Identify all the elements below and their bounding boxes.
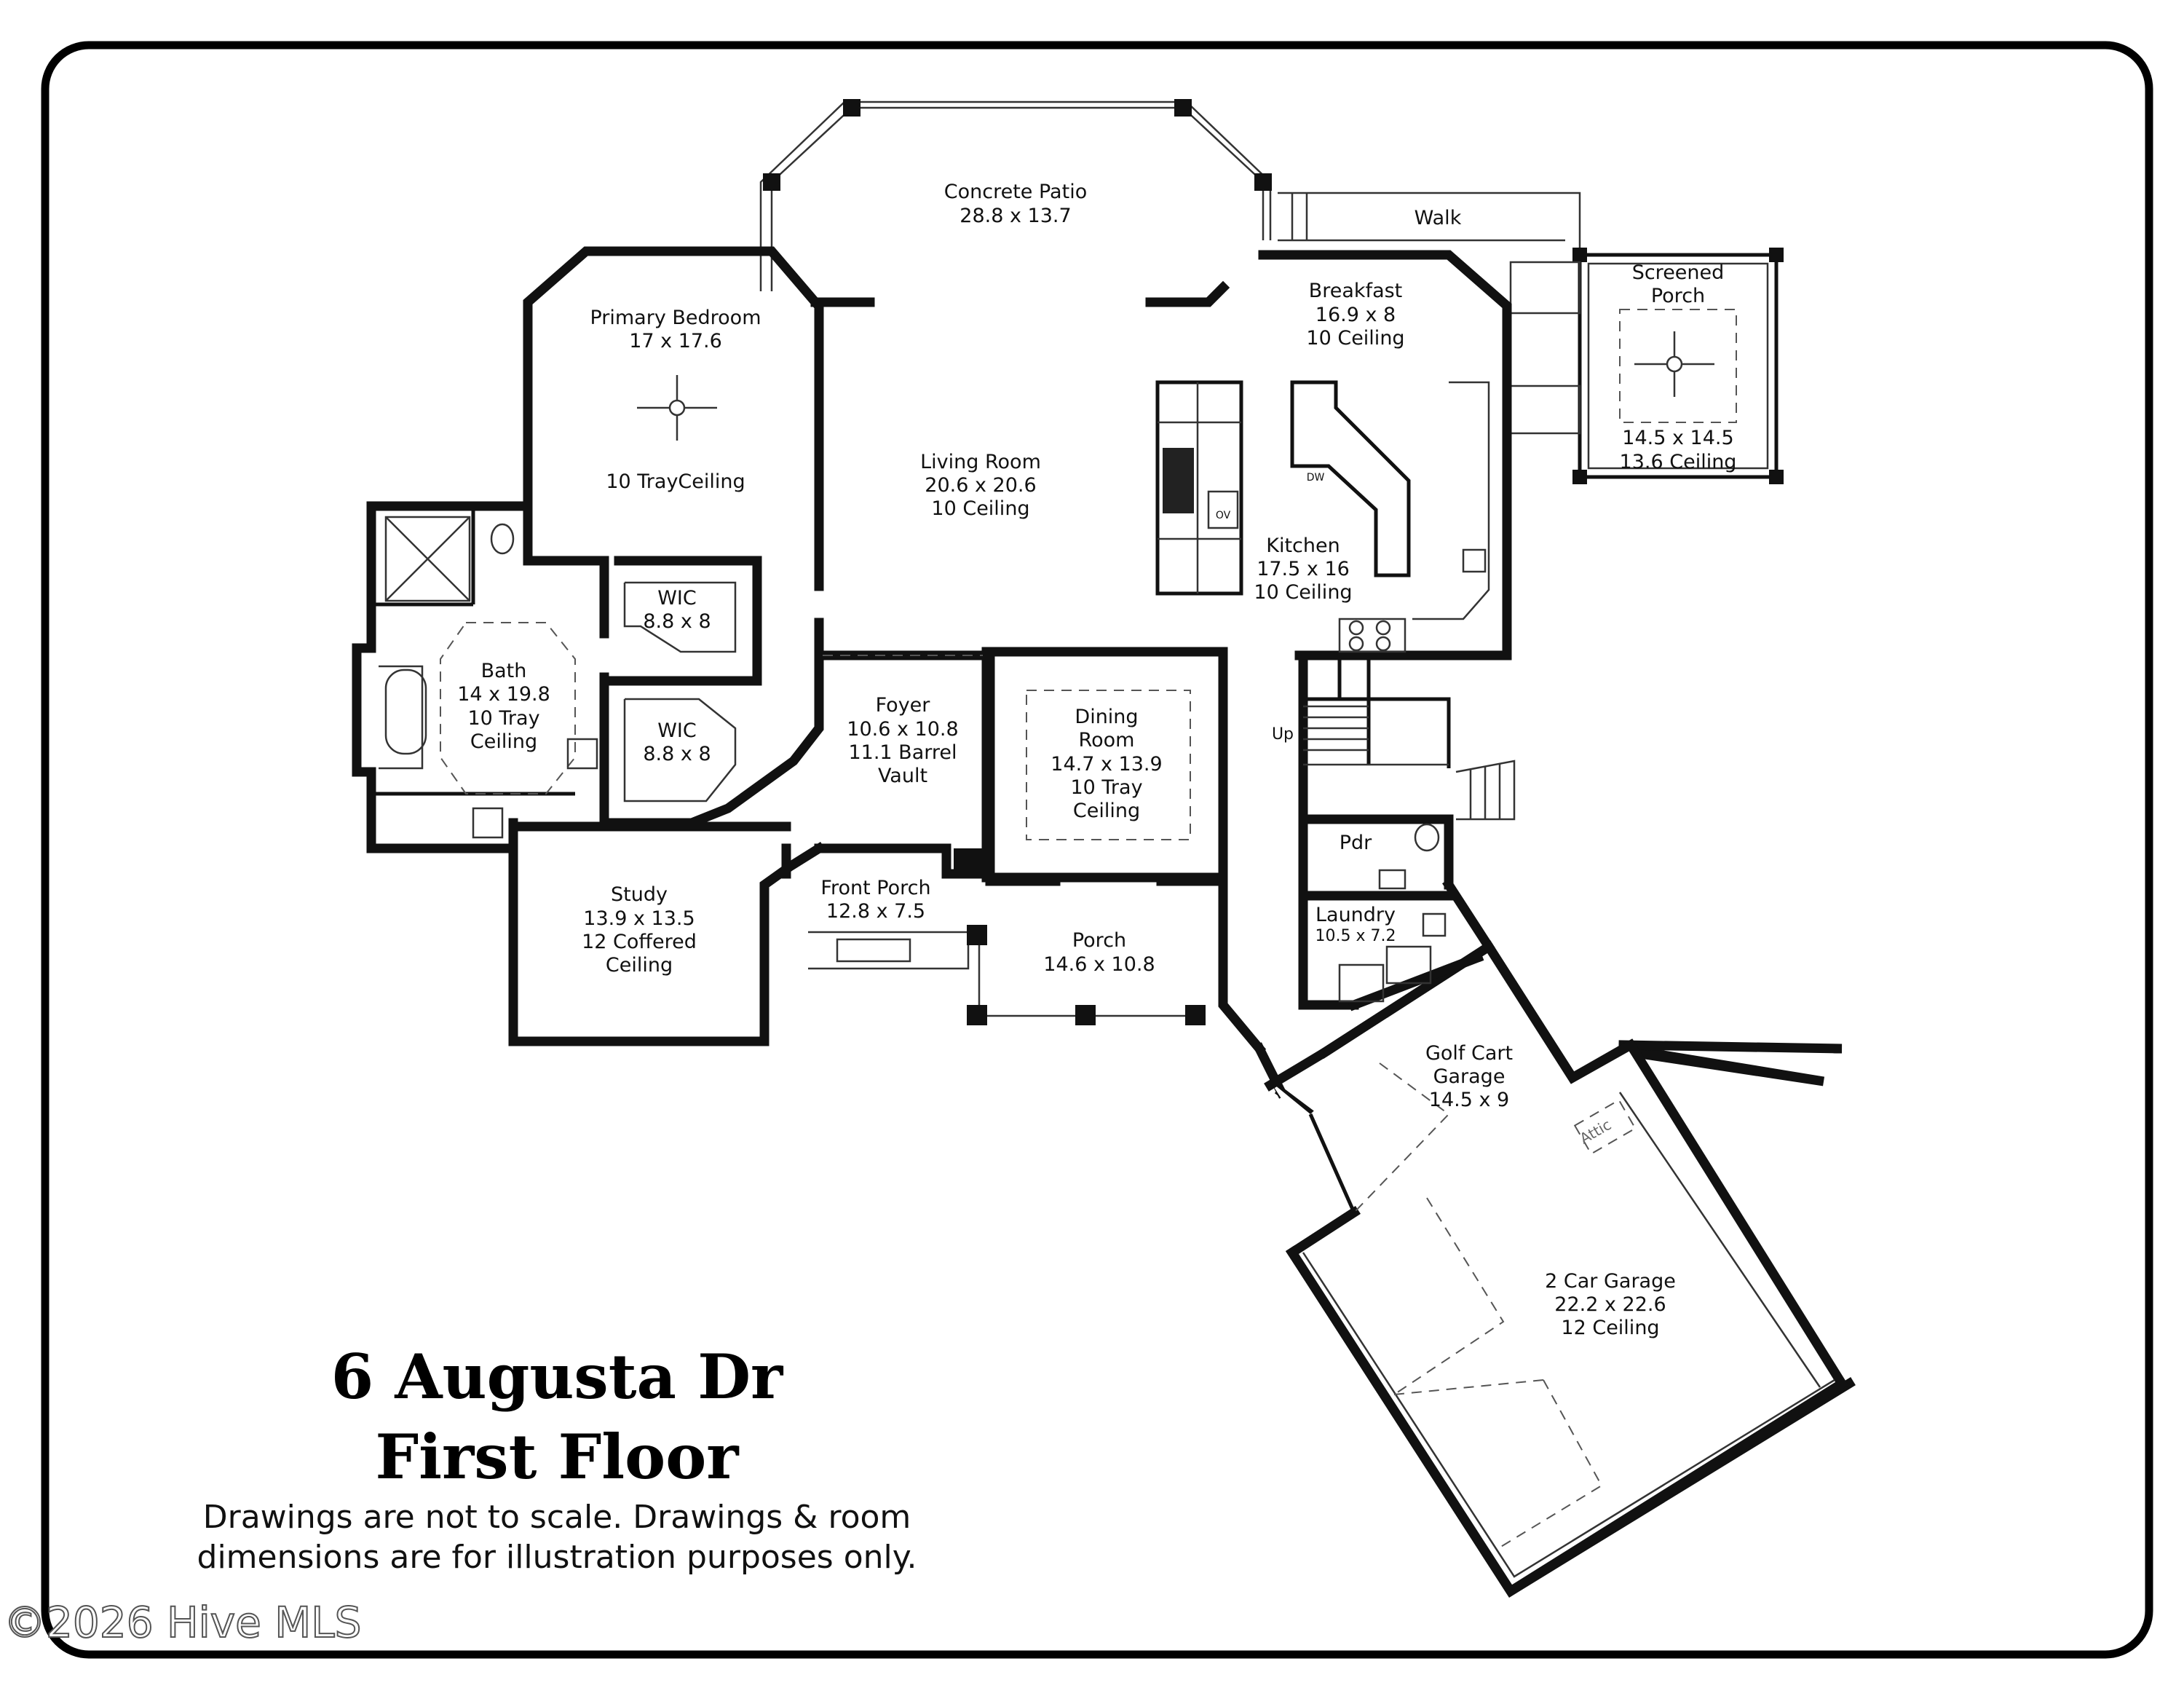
two-car-garage-dims: 22.2 x 22.6 (1554, 1293, 1666, 1316)
bath-ceiling2: Ceiling (470, 730, 537, 753)
bath-dims: 14 x 19.8 (457, 683, 550, 706)
screened-porch-dims: 14.5 x 14.5 (1622, 427, 1733, 449)
breakfast-name: Breakfast (1309, 280, 1403, 302)
garage-walls (1264, 940, 1848, 1598)
kitchen-fixtures (1155, 380, 1490, 653)
study-dims: 13.9 x 13.5 (583, 907, 695, 930)
living-room-dims: 20.6 x 20.6 (925, 474, 1036, 497)
foyer-ceiling1: 11.1 Barrel (848, 741, 957, 764)
dining-room-name2: Room (1079, 729, 1135, 752)
concrete-patio-name: Concrete Patio (944, 181, 1087, 203)
bath-ceiling1: 10 Tray (467, 707, 539, 730)
two-car-garage-name: 2 Car Garage (1545, 1270, 1676, 1293)
porch-dims: 14.6 x 10.8 (1043, 953, 1155, 976)
wic-lower-dims: 8.8 x 8 (643, 743, 711, 765)
concrete-patio-outline (759, 99, 1272, 291)
living-room-name: Living Room (920, 451, 1041, 473)
screened-porch-outline (1509, 248, 1784, 484)
screened-porch-name2: Porch (1651, 285, 1705, 307)
front-porch-dims: 12.8 x 7.5 (826, 900, 925, 923)
bath-fixtures (384, 516, 598, 839)
living-room-ceiling: 10 Ceiling (931, 497, 1029, 520)
concrete-patio-dims: 28.8 x 13.7 (960, 205, 1071, 227)
wic-upper-name: WIC (657, 587, 697, 610)
foyer-dims: 10.6 x 10.8 (847, 718, 958, 741)
wic-upper-dims: 8.8 x 8 (643, 610, 711, 633)
pdr-name: Pdr (1340, 832, 1372, 854)
primary-bedroom-ceiling: 10 TrayCeiling (606, 470, 745, 493)
breakfast-ceiling: 10 Ceiling (1306, 327, 1404, 350)
laundry-name: Laundry (1315, 904, 1396, 926)
study-ceiling2: Ceiling (606, 954, 673, 977)
porch-name: Porch (1072, 929, 1126, 952)
golf-cart-garage-dims: 14.5 x 9 (1429, 1089, 1509, 1111)
dining-room-ceiling1: 10 Tray (1070, 776, 1142, 799)
dining-room-ceiling2: Ceiling (1073, 800, 1140, 822)
oven-label: OV (1216, 510, 1231, 521)
screened-porch-name1: Screened (1632, 261, 1725, 284)
dishwasher-label: DW (1307, 472, 1325, 484)
primary-bedroom-dims: 17 x 17.6 (629, 330, 722, 352)
kitchen-name: Kitchen (1266, 535, 1340, 557)
room-labels: Concrete Patio 28.8 x 13.7 Walk Screened… (457, 181, 1736, 1339)
watermark: ©2026 Hive MLS (4, 1598, 361, 1647)
disclaimer-line1: Drawings are not to scale. Drawings & ro… (203, 1499, 911, 1536)
golf-cart-garage-name1: Golf Cart (1425, 1042, 1513, 1065)
laundry-fixtures (1338, 823, 1447, 1003)
screened-porch-ceiling: 13.6 Ceiling (1620, 451, 1737, 473)
foyer-ceiling2: Vault (878, 765, 927, 787)
study-name: Study (611, 883, 668, 906)
study-ceiling1: 12 Coffered (582, 931, 697, 953)
disclaimer-line2: dimensions are for illustration purposes… (197, 1539, 917, 1576)
plan-title-address: 6 Augusta Dr (331, 1341, 784, 1413)
dining-room-dims: 14.7 x 13.9 (1051, 753, 1162, 776)
title-block: 6 Augusta Dr First Floor Drawings are no… (197, 1341, 917, 1576)
ceiling-fan-icon (1634, 331, 1714, 397)
plan-title-floor: First Floor (376, 1421, 740, 1493)
kitchen-ceiling: 10 Ceiling (1254, 581, 1352, 604)
walk-name: Walk (1415, 207, 1462, 229)
golf-cart-garage-name2: Garage (1433, 1065, 1506, 1088)
bath-name: Bath (481, 660, 527, 682)
kitchen-dims: 17.5 x 16 (1257, 558, 1350, 580)
primary-bedroom-name: Primary Bedroom (590, 307, 761, 329)
front-porch-name: Front Porch (820, 877, 930, 899)
page-frame (41, 41, 2153, 1659)
breakfast-dims: 16.9 x 8 (1315, 304, 1396, 326)
wic-lower-name: WIC (657, 719, 697, 742)
interior-walls (371, 301, 1516, 1025)
dining-room-name1: Dining (1075, 706, 1138, 728)
laundry-dims: 10.5 x 7.2 (1315, 927, 1396, 945)
stairs-up-label: Up (1272, 725, 1294, 744)
two-car-garage-ceiling: 12 Ceiling (1561, 1317, 1659, 1339)
foyer-name: Foyer (876, 694, 931, 717)
ceiling-fan-icon (637, 375, 717, 441)
